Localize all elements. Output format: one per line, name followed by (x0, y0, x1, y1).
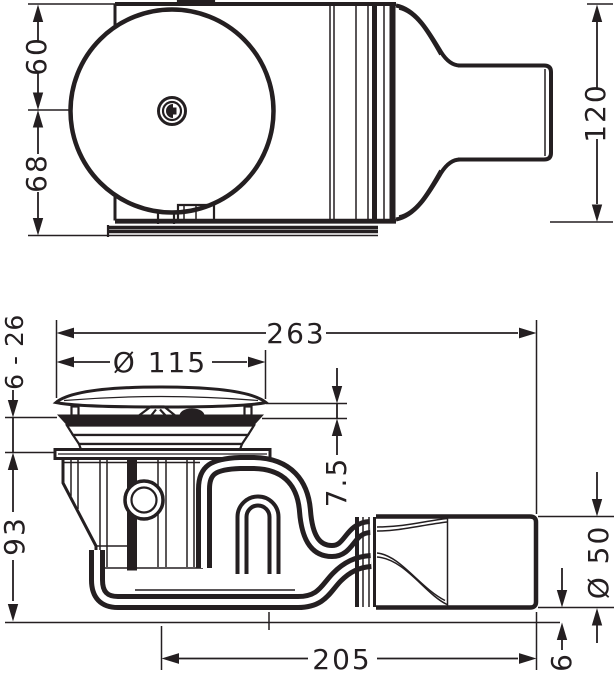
top-view-dimensions: 60 68 120 (20, 3, 613, 236)
dim-205-label: 205 (312, 643, 371, 675)
arrowhead-up (331, 418, 343, 436)
screw-boss-inner (130, 486, 158, 514)
dim-93-label: 93 (0, 516, 31, 556)
side-view-dimensions: 263 Ø 115 6 - 26 93 7.5 Ø 50 6 (0, 314, 615, 675)
arrowhead-left (56, 356, 74, 368)
arrowhead-down (591, 499, 603, 517)
arrowhead-down (591, 204, 603, 222)
arrowhead-up (556, 622, 568, 640)
dim-6-label: 6 (545, 652, 578, 672)
screw-slot (166, 104, 177, 118)
arrowhead-down (32, 218, 44, 236)
dim-120-label: 120 (579, 83, 612, 142)
trumpet-lower (395, 157, 461, 222)
top-view (28, 0, 553, 237)
side-view (5, 385, 560, 630)
dim-7-5-label: 7.5 (320, 457, 353, 508)
outlet-pipe-top-view (458, 63, 553, 162)
flange-ring (70, 433, 251, 446)
arrowhead-down (7, 604, 19, 622)
dim-50-label: Ø 50 (582, 525, 615, 600)
arrowhead-up (7, 452, 19, 470)
dim-115-label: Ø 115 (113, 346, 207, 379)
outlet-trumpet-line (376, 556, 448, 606)
arrowhead-right (519, 653, 537, 664)
cover-dome-inner-line (63, 395, 259, 402)
dim-6-26-label: 6 - 26 (0, 314, 29, 390)
flange-ring (65, 424, 256, 437)
trap-arch (235, 494, 281, 574)
arrowhead-left (161, 653, 179, 664)
arrowhead-down (7, 400, 19, 418)
cover-post (70, 405, 80, 417)
flange-band (57, 414, 264, 426)
arrowhead-up (591, 4, 603, 22)
outlet-trumpet-line (376, 521, 448, 532)
outlet-trumpet-line (376, 517, 448, 528)
outlet-pipe-side-view (376, 514, 539, 610)
cover-post (243, 405, 253, 417)
dim-68-label: 68 (20, 153, 53, 193)
trumpet-upper (395, 3, 461, 68)
arrowhead-down (556, 590, 568, 608)
arrowhead-up (32, 110, 44, 128)
trumpet-upper-inner (398, 8, 441, 56)
dim-263-label: 263 (266, 317, 325, 350)
arrowhead-down (331, 386, 343, 404)
arrowhead-left (56, 327, 74, 339)
body-top-tab (176, 0, 216, 4)
trap-top-wall-inner (201, 460, 371, 568)
arrowhead-right (248, 356, 266, 368)
trap-arch-inner (239, 498, 277, 574)
trumpet-lower-inner (398, 169, 441, 217)
screw-inner-ring (161, 100, 183, 122)
arrowhead-up (32, 4, 44, 22)
trap-bottom-wall-inner (94, 550, 372, 605)
dim-60-label: 60 (20, 36, 53, 76)
arrowhead-up (591, 608, 603, 626)
arrowhead-down (32, 92, 44, 110)
outlet-trumpet-line (376, 552, 446, 602)
arrowhead-right (519, 327, 537, 339)
